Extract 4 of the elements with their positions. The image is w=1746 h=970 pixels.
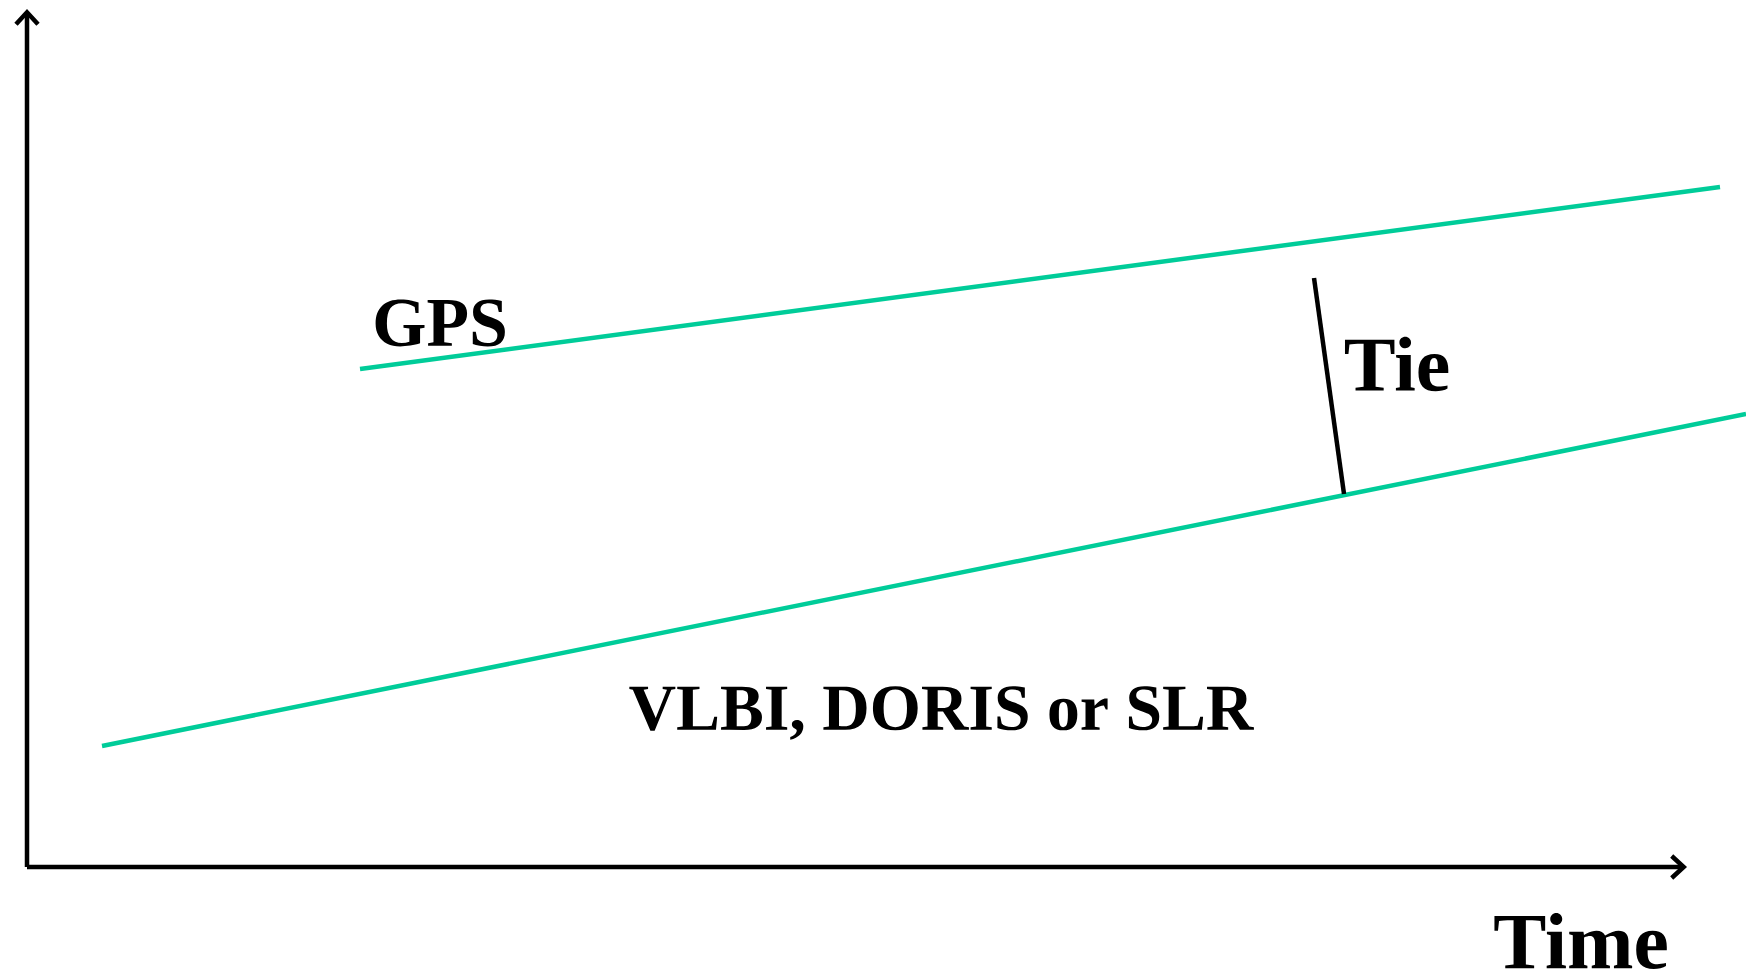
series-label: GPS (375, 299, 505, 347)
series-label: VLBI, DORIS or SLR (629, 686, 1254, 740)
tie-label: Tie (1345, 336, 1449, 392)
axis-title: Time (1494, 913, 1667, 970)
